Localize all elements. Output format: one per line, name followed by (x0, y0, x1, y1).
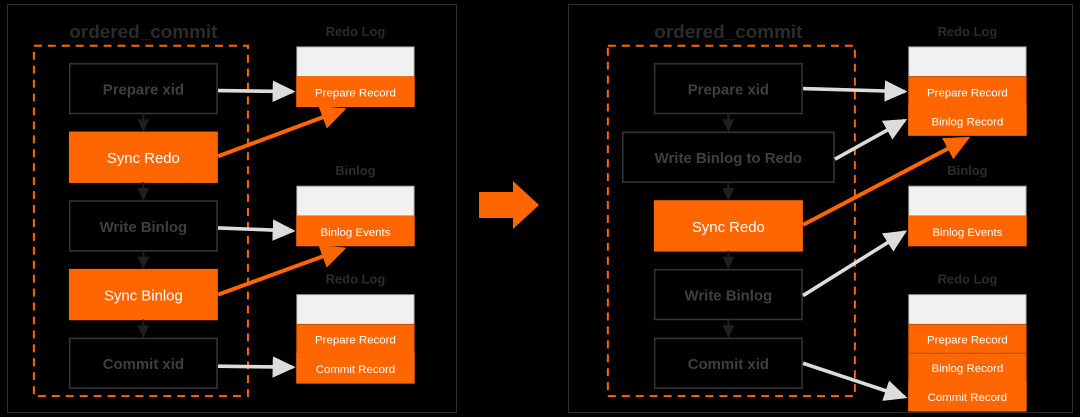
store-record-cell[interactable] (908, 215, 1027, 247)
store-record-label: Binlog Record (931, 116, 1003, 128)
store-binlog: Binlog Binlog Events (908, 163, 1027, 247)
store-title: Redo Log (938, 272, 998, 287)
store-record-cell[interactable] (908, 352, 1027, 383)
group-title-left: ordered_commit (69, 22, 218, 43)
step-label: Prepare xid (688, 82, 769, 99)
step-sync-redo[interactable]: Sync Redo (68, 131, 218, 183)
step-label: Sync Binlog (104, 288, 183, 305)
step-label: Write Binlog (685, 288, 773, 305)
store-record-label: Prepare Record (927, 88, 1008, 100)
step-commit-xid[interactable]: Commit xid (68, 337, 218, 389)
store-record-label: Prepare Record (315, 334, 396, 346)
store-empty-slot (296, 46, 415, 78)
store-record-cell[interactable] (296, 352, 415, 384)
arrow-commit-to-redo (802, 361, 908, 401)
step-prepare-xid[interactable]: Prepare xid (653, 62, 803, 115)
ordered-commit-boundary-right (606, 44, 856, 398)
step-label: Sync Redo (692, 219, 765, 236)
store-binlog: Binlog Binlog Events (296, 163, 415, 247)
arrow-prepare-to-redo (218, 80, 296, 103)
step-label: Prepare xid (103, 82, 184, 99)
store-record-label: Binlog Events (320, 227, 390, 239)
step-prepare-xid[interactable]: Prepare xid (68, 62, 218, 115)
store-title: Redo Log (326, 272, 386, 287)
arrow-sync-binlog-flush (217, 245, 347, 297)
store-record-label: Commit Record (928, 392, 1007, 404)
arrow-sync-redo-flush (802, 136, 971, 227)
store-record-cell[interactable] (908, 76, 1027, 107)
store-empty-slot (296, 294, 415, 325)
step-write-binlog[interactable]: Write Binlog (653, 268, 803, 321)
store-redo-log-top: Redo Log Prepare Record Binlog Record (908, 24, 1027, 136)
step-label: Write Binlog (100, 219, 188, 236)
store-record-label: Binlog Events (932, 227, 1002, 239)
step-sync-redo[interactable]: Sync Redo (653, 200, 803, 252)
store-record-cell[interactable] (296, 323, 415, 354)
store-record-cell[interactable] (908, 323, 1027, 354)
store-empty-slot (296, 185, 415, 217)
store-record-cell[interactable] (908, 105, 1027, 136)
store-redo-log-top: Redo Log Prepare Record (296, 24, 415, 107)
store-redo-log-bottom: Redo Log Prepare Record Binlog Record Co… (908, 272, 1027, 412)
store-empty-slot (908, 294, 1027, 325)
store-record-label: Prepare Record (927, 334, 1008, 346)
step-label: Sync Redo (107, 150, 180, 167)
store-redo-log-bottom: Redo Log Prepare Record Commit Record (296, 272, 415, 384)
step-label: Commit xid (688, 356, 769, 373)
step-write-binlog-to-redo[interactable]: Write Binlog to Redo (621, 131, 835, 183)
arrow-writebinlog-to-binlog (802, 230, 908, 298)
store-record-cell[interactable] (908, 381, 1027, 412)
arrow-prepare-to-redo (803, 80, 908, 102)
transition-right-arrow (479, 181, 539, 229)
store-title: Binlog (947, 163, 987, 178)
step-commit-xid[interactable]: Commit xid (653, 337, 803, 389)
store-empty-slot (908, 46, 1027, 78)
store-record-label: Prepare Record (315, 88, 396, 100)
group-title-right: ordered_commit (654, 22, 803, 43)
arrow-writebinlogtoredo-to-redo (834, 118, 908, 161)
store-title: Redo Log (326, 24, 386, 39)
step-label: Write Binlog to Redo (655, 150, 802, 167)
step-sync-binlog[interactable]: Sync Binlog (68, 268, 218, 321)
arrow-writebinlog-to-binlog (217, 219, 296, 241)
store-empty-slot (908, 185, 1027, 217)
store-record-cell[interactable] (296, 215, 415, 247)
store-title: Binlog (335, 163, 375, 178)
panel-after: ordered_commit Prepare xid Write Binlog … (568, 4, 1073, 413)
ordered-commit-boundary-left (32, 44, 249, 398)
step-write-binlog[interactable]: Write Binlog (68, 200, 218, 252)
step-label: Commit xid (103, 356, 184, 373)
store-record-label: Commit Record (316, 364, 395, 376)
store-record-cell[interactable] (296, 76, 415, 107)
store-title: Redo Log (938, 24, 998, 39)
store-record-label: Binlog Record (931, 363, 1003, 375)
arrow-commit-to-redo (218, 356, 296, 378)
panel-before: ordered_commit Prepare xid Sync Redo Wri… (7, 4, 457, 413)
arrow-sync-redo-flush (217, 106, 347, 159)
